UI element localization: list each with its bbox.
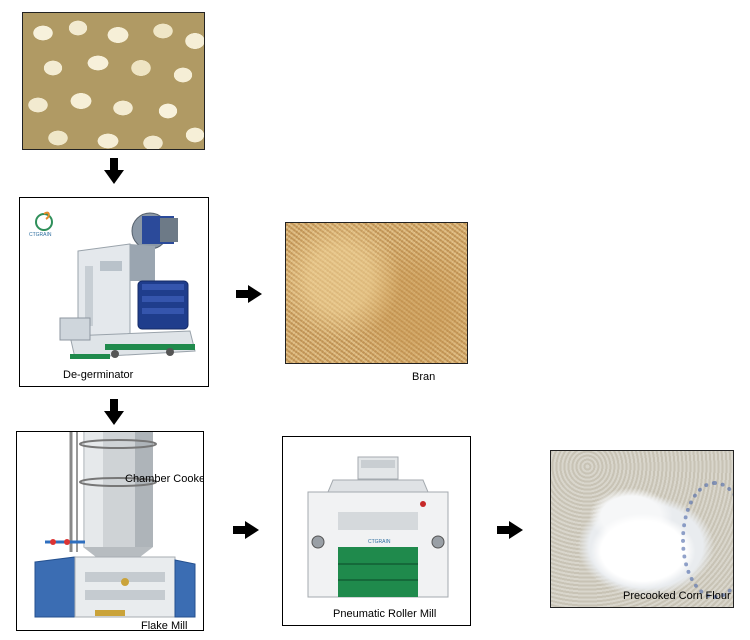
chamber-cooker-label: Chamber Cooker [125, 473, 204, 485]
arrow-right-icon [497, 521, 523, 539]
degerminator-machine [59, 212, 196, 359]
bran-photo [285, 222, 468, 364]
flour-label: Precooked Corn Flour [623, 590, 731, 602]
roller-mill-label: Pneumatic Roller Mill [333, 608, 437, 620]
degerminator-label: De-germinator [63, 369, 134, 381]
arrow-down-icon [104, 158, 124, 184]
arrow-right-icon [236, 285, 262, 303]
machine-plate-text: CTGRAIN [368, 539, 391, 545]
corn-kernels-photo [22, 12, 205, 150]
corn-flour-photo: Precooked Corn Flour [550, 450, 734, 608]
degerminator-panel: CTGRAIN De-germinator [19, 197, 209, 387]
ctgrain-logo-icon [35, 211, 53, 231]
bran-label: Bran [412, 371, 436, 383]
flake-mill-label: Flake Mill [141, 620, 188, 631]
logo-text: CTGRAIN [29, 232, 52, 238]
arrow-right-icon [233, 521, 259, 539]
roller-mill-panel: CTGRAIN Pneumatic Roller Mill [282, 436, 471, 626]
roller-mill-machine [307, 456, 449, 598]
cooker-flakemill-panel: Chamber Cooker Flake Mill [16, 431, 204, 631]
bowl-rim [681, 481, 733, 599]
cooker-flakemill-machine [34, 432, 196, 618]
arrow-down-icon [104, 399, 124, 425]
